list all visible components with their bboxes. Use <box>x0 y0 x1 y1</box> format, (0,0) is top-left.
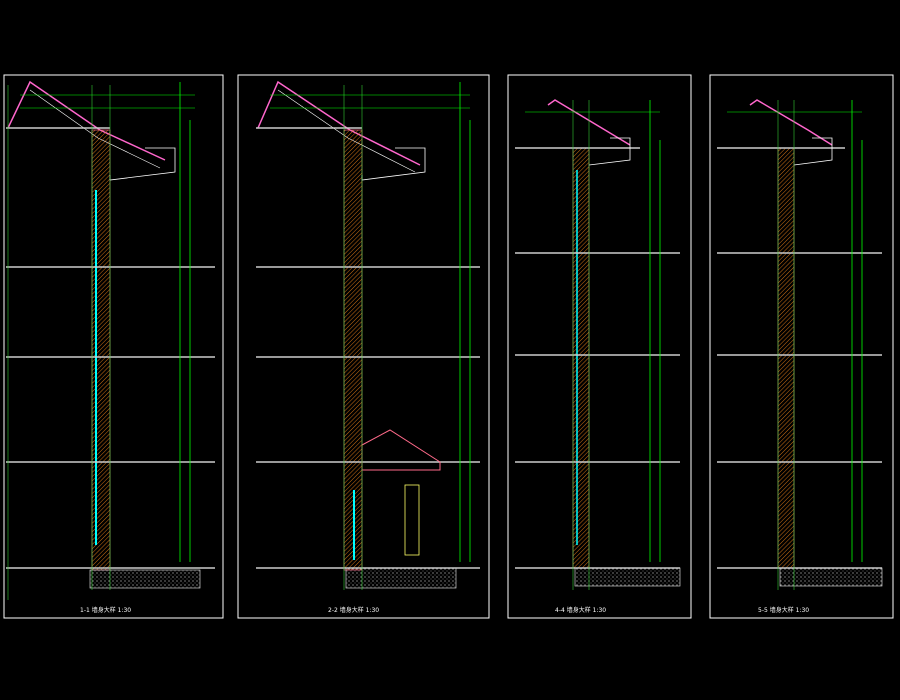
ground-hatch <box>345 567 457 589</box>
eave <box>793 137 833 166</box>
sheet-2-2: 2-2 墙身大样 1:30 <box>237 74 490 619</box>
roof-line <box>257 80 421 166</box>
sheet-5-5: 5-5 墙身大样 1:30 <box>709 74 894 619</box>
sheet-title: 2-2 墙身大样 1:30 <box>328 606 379 614</box>
roof-line <box>7 80 166 161</box>
eave <box>109 147 176 181</box>
eave <box>588 137 631 166</box>
sheet-frame <box>237 74 490 619</box>
sheet-frame <box>507 74 692 619</box>
entrance-door <box>404 484 420 556</box>
sheet-title: 4-4 墙身大样 1:30 <box>555 606 606 614</box>
eave <box>361 147 426 181</box>
sheet-1-1: 1-1 墙身大样 1:30 <box>3 74 224 619</box>
ground-hatch <box>89 569 201 589</box>
sheet-frame <box>3 74 224 619</box>
entrance-canopy <box>361 429 441 471</box>
ground-hatch <box>574 567 681 587</box>
roof-line <box>547 99 631 146</box>
sheet-4-4: 4-4 墙身大样 1:30 <box>507 74 692 619</box>
sheet-title: 5-5 墙身大样 1:30 <box>758 606 809 614</box>
wall-section <box>572 147 590 569</box>
sheet-title: 1-1 墙身大样 1:30 <box>80 606 131 614</box>
sheet-frame <box>709 74 894 619</box>
roof-line <box>749 99 833 146</box>
ground-hatch <box>779 567 883 587</box>
wall-section <box>777 147 795 569</box>
wall-section <box>91 129 111 571</box>
